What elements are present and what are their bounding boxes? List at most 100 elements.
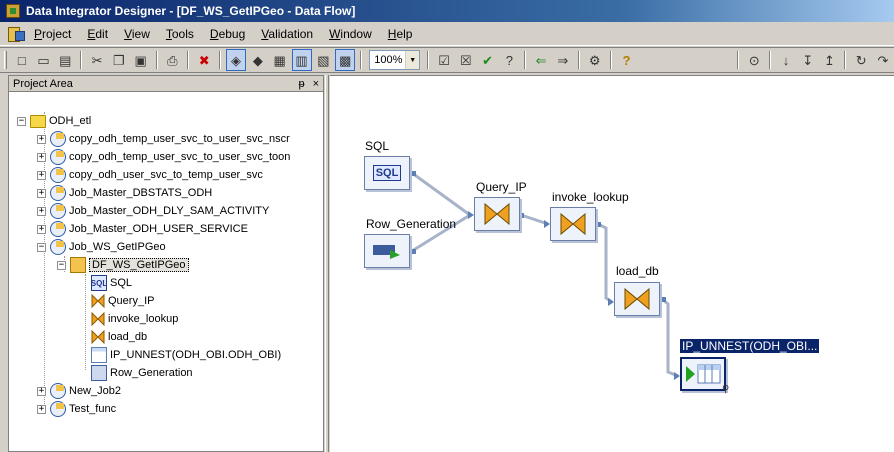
tree-job-expanded[interactable]: − Job_WS_GetIPGeo (37, 238, 166, 256)
collapse-toggle[interactable]: − (37, 241, 46, 252)
pin-icon[interactable]: ᵽ (298, 77, 305, 90)
expand-toggle[interactable]: + (37, 205, 46, 216)
tree-child-label: invoke_lookup (108, 313, 179, 325)
paste-icon[interactable]: ▣ (134, 52, 147, 68)
print-icon[interactable]: ⎙ (167, 52, 178, 68)
magnifier-icon[interactable]: ⚲ (722, 384, 730, 395)
toolbar-separator (427, 51, 430, 69)
expand-toggle[interactable]: + (37, 187, 46, 198)
tree-job[interactable]: + New_Job2 (37, 382, 121, 400)
new-file-icon[interactable]: □ (17, 52, 26, 68)
output-window-icon[interactable]: ▧ (317, 52, 330, 68)
local-library-icon[interactable]: ◆ (252, 52, 263, 68)
menu-debug[interactable]: Debug (209, 26, 246, 41)
menu-help[interactable]: Help (387, 26, 413, 41)
job-icon (50, 185, 66, 201)
delete-icon[interactable]: ✖ (198, 52, 210, 68)
workspace-icon[interactable]: ▩ (335, 49, 356, 71)
step-over-icon[interactable]: ↧ (802, 52, 814, 68)
tree-dataflow-child[interactable]: Row_Generation (91, 364, 193, 382)
expand-toggle[interactable]: + (37, 151, 46, 162)
object-library-icon[interactable]: ▥ (291, 49, 312, 71)
expand-toggle[interactable]: + (37, 169, 46, 180)
zoom-select[interactable]: 100% ▼ (369, 50, 421, 70)
check-icon[interactable]: ✔ (482, 52, 494, 68)
save-all-icon[interactable]: ▤ (59, 52, 72, 68)
close-icon[interactable]: × (312, 77, 319, 90)
menu-view[interactable]: View (124, 26, 150, 41)
tree-job[interactable]: + copy_odh_temp_user_svc_to_user_svc_too… (37, 148, 290, 166)
toolbar-separator (187, 51, 190, 69)
toolbar-separator (737, 51, 740, 69)
project-area-toggle-icon[interactable]: ◈ (226, 49, 246, 71)
node-query-ip[interactable] (474, 197, 520, 231)
audit-icon[interactable]: ? (505, 52, 513, 68)
back-arrow-icon[interactable]: ⇐ (535, 52, 547, 68)
tree-root-label: ODH_etl (49, 115, 92, 127)
menu-tools[interactable]: Tools (165, 26, 194, 41)
node-invoke-lookup[interactable] (550, 207, 596, 241)
toolbar-separator (769, 51, 772, 69)
panel-splitter[interactable] (325, 75, 329, 452)
link-sql-to-query (411, 171, 471, 217)
tree-job[interactable]: + Job_Master_ODH_DLY_SAM_ACTIVITY (37, 202, 269, 220)
job-icon (50, 383, 66, 399)
tree-job[interactable]: + Job_Master_DBSTATS_ODH (37, 184, 212, 202)
port-load-in (608, 298, 614, 306)
expand-toggle[interactable]: + (37, 133, 46, 144)
tree-dataflow-child[interactable]: SQL SQL (91, 274, 132, 292)
project-tree: − ODH_etl + copy_odh_temp_user_svc_to_us… (9, 92, 323, 417)
node-label-ip-unnest: IP_UNNEST(ODH_OBI... (680, 339, 820, 353)
tree-job[interactable]: + copy_odh_user_svc_to_temp_user_svc (37, 166, 263, 184)
variables-icon[interactable]: ▦ (273, 52, 286, 68)
menu-validation[interactable]: Validation (261, 26, 314, 41)
node-load-db[interactable] (614, 282, 660, 316)
node-row-generation[interactable] (364, 234, 410, 268)
tree-child-label: Row_Generation (110, 367, 193, 379)
tree-root[interactable]: − ODH_etl (17, 112, 91, 130)
tree-job[interactable]: + Test_func (37, 400, 116, 418)
expand-toggle[interactable]: + (37, 403, 46, 414)
dataflow-links (411, 171, 680, 380)
expand-toggle[interactable]: + (37, 385, 46, 396)
chevron-down-icon[interactable]: ▼ (405, 51, 420, 69)
tree-job[interactable]: + Job_Master_ODH_USER_SERVICE (37, 220, 248, 238)
tree-dataflow-child[interactable]: IP_UNNEST(ODH_OBI.ODH_OBI) (91, 346, 281, 364)
validate-all-icon[interactable]: ☒ (459, 52, 472, 68)
menu-bar: Project Edit View Tools Debug Validation… (0, 22, 894, 46)
debug-run-icon[interactable]: ↻ (855, 52, 867, 68)
forward-arrow-icon[interactable]: ⇒ (557, 52, 569, 68)
step-into-icon[interactable]: ↓ (782, 52, 790, 68)
open-folder-icon[interactable]: ▭ (37, 52, 50, 68)
collapse-toggle[interactable]: − (17, 115, 26, 126)
tree-child-label: load_db (108, 331, 148, 343)
node-ip-unnest[interactable] (680, 357, 726, 391)
dataflow-canvas[interactable]: SQL SQL Row_Generation Query_IP invoke_l… (330, 75, 894, 452)
toolbar-separator (155, 51, 158, 69)
collapse-toggle[interactable]: − (57, 259, 66, 270)
tree-dataflow-child[interactable]: Query_IP (91, 292, 154, 310)
cut-icon[interactable]: ✂ (91, 52, 103, 68)
menu-app-icon[interactable] (6, 24, 26, 44)
node-sql[interactable]: SQL (364, 156, 410, 190)
menu-project[interactable]: Project (34, 26, 72, 41)
port-lookup-out (596, 222, 601, 227)
toolbar: □ ▭ ▤ ✂ ❐ ▣ ⎙ ✖ ◈ ◆ ▦ ▥ ▧ ▩ 100% ▼ ☑ ☒ ✔… (0, 47, 894, 73)
tree-dataflow[interactable]: − DF_WS_GetIPGeo (57, 256, 189, 274)
debug-stop-icon[interactable]: ↷ (877, 52, 889, 68)
menu-edit[interactable]: Edit (87, 26, 109, 41)
port-query-out (519, 213, 524, 218)
tree-dataflow-child[interactable]: load_db (91, 328, 147, 346)
contents-icon[interactable]: ⚙ (588, 52, 601, 68)
toolbar-grip[interactable] (4, 51, 7, 69)
menu-window[interactable]: Window (329, 26, 372, 41)
validate-current-icon[interactable]: ☑ (438, 52, 450, 68)
find-icon[interactable]: ⊙ (748, 52, 760, 68)
tree-dataflow-child[interactable]: invoke_lookup (91, 310, 178, 328)
tree-job[interactable]: + copy_odh_temp_user_svc_to_user_svc_nsc… (37, 130, 290, 148)
expand-toggle[interactable]: + (37, 223, 46, 234)
step-out-icon[interactable]: ↥ (824, 52, 835, 68)
job-icon (50, 131, 66, 147)
copy-icon[interactable]: ❐ (113, 52, 125, 68)
help-icon[interactable]: ? (622, 52, 631, 68)
